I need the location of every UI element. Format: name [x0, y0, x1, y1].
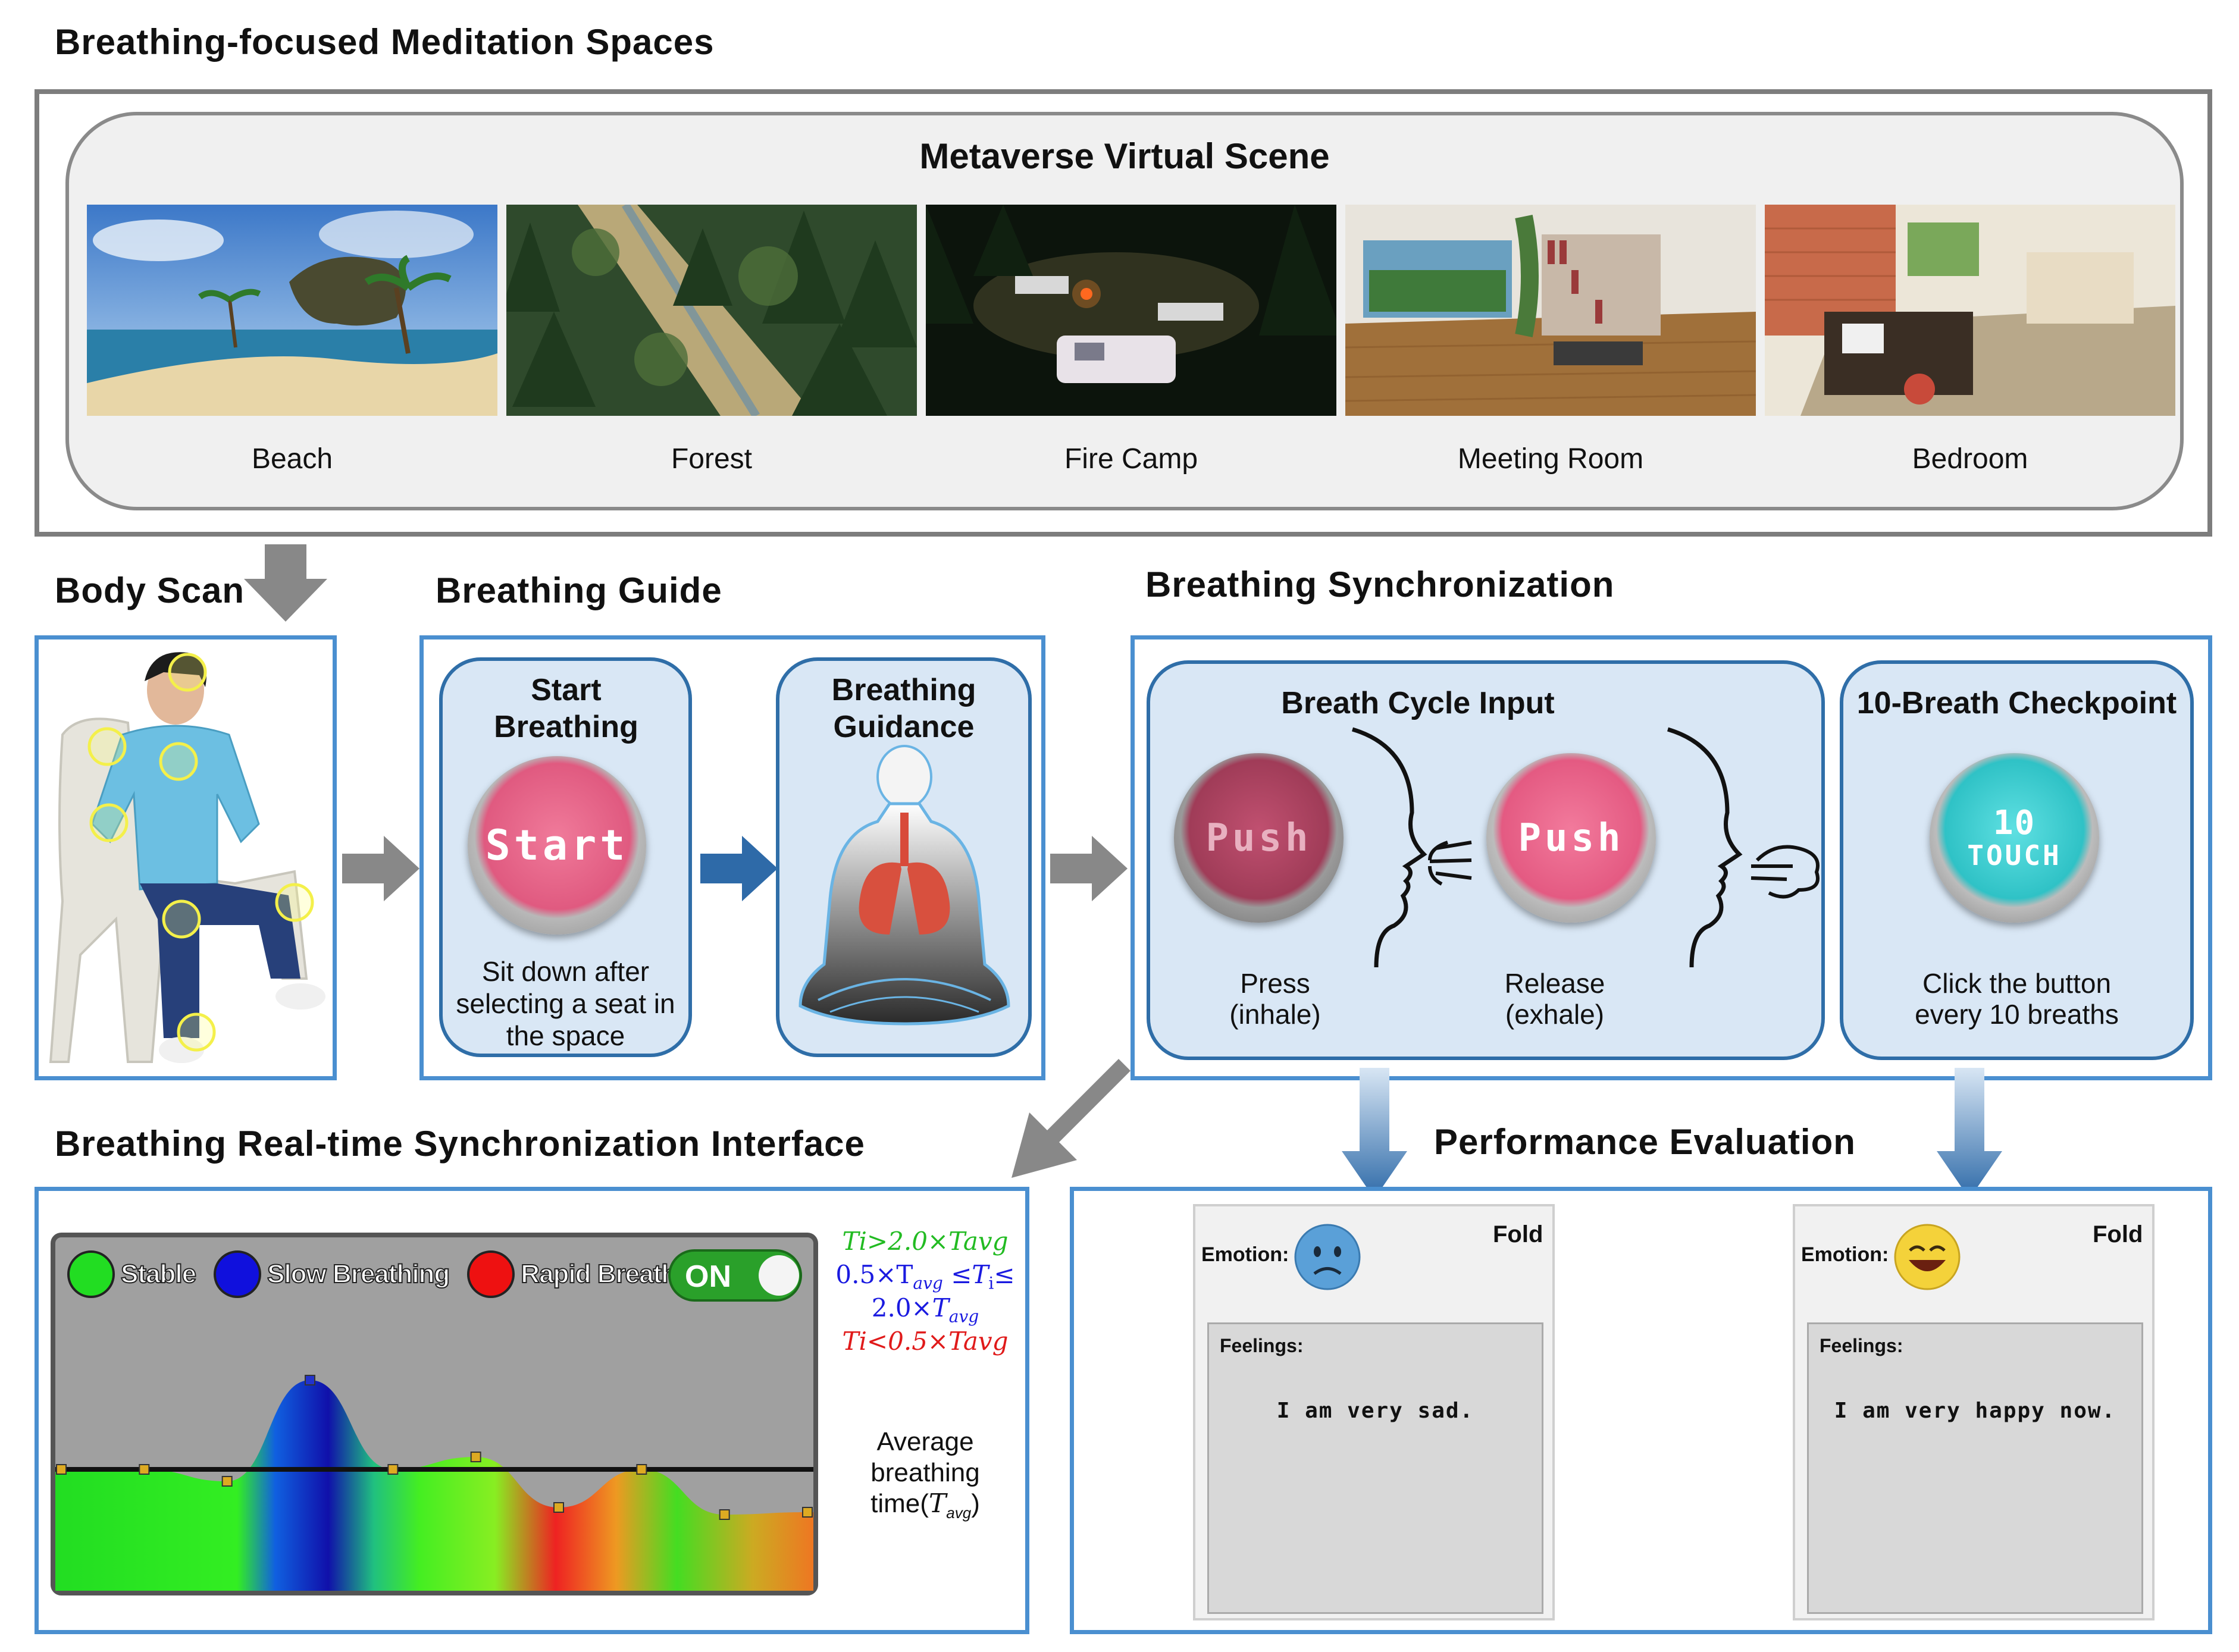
toggle-knob	[759, 1255, 799, 1296]
bedroom-image	[1765, 205, 2175, 416]
start-breathing-title: Start Breathing	[494, 673, 638, 744]
feelings-text: I am very happy now.	[1834, 1399, 2116, 1423]
start-breathing-panel: Start Breathing Start Sit down after sel…	[439, 657, 692, 1057]
press-caption-line-1: Press	[1240, 968, 1310, 999]
scene-header: Metaverse Virtual Scene	[919, 136, 1330, 176]
arrow-down-blue-icon	[1342, 1068, 1407, 1199]
forest-image	[506, 205, 917, 416]
formula-slow: 0.5×Tavg ≤Ti≤	[835, 1260, 1015, 1293]
push-inhale-button[interactable]: Push	[1174, 753, 1344, 923]
legend-stable-swatch	[67, 1250, 115, 1298]
legend-slow-swatch	[214, 1250, 262, 1298]
emotion-label: Emotion:	[1801, 1243, 1889, 1266]
avg-label-line-3: time(Tavg)	[870, 1488, 980, 1522]
breathing-guidance-title: Breathing Guidance	[831, 673, 976, 744]
scene-label-bedroom: Bedroom	[1912, 443, 2028, 475]
scene-label-forest: Forest	[671, 443, 753, 475]
breathing-chart	[55, 1375, 813, 1591]
firecamp-image	[926, 205, 1336, 416]
emotion-label: Emotion:	[1201, 1243, 1289, 1266]
chart-point	[387, 1464, 399, 1475]
checkpoint-caption-line-2: every 10 breaths	[1915, 999, 2119, 1030]
legend-stable-label: Stable	[120, 1259, 197, 1289]
chart-point	[139, 1464, 150, 1475]
chart-point	[802, 1507, 813, 1518]
evaluation-title: Performance Evaluation	[1434, 1122, 1856, 1162]
sad-face-icon	[1294, 1224, 1361, 1290]
release-caption-line-1: Release	[1504, 968, 1605, 999]
interface-title: Breathing Real-time Synchronization Inte…	[55, 1124, 865, 1164]
fold-button[interactable]: Fold	[2093, 1221, 2143, 1247]
feelings-label: Feelings:	[1820, 1335, 1903, 1356]
inhale-face-icon	[1351, 727, 1472, 968]
feedback-card-happy: Emotion: Fold Feelings: I am very happy …	[1793, 1204, 2155, 1620]
arrow-down-icon	[244, 544, 327, 622]
chart-point	[553, 1502, 564, 1513]
breathing-chart-panel: Stable Slow Breathing Rapid Breathing ON	[51, 1233, 818, 1595]
fold-button[interactable]: Fold	[1493, 1221, 1543, 1247]
start-breathing-caption: Sit down after selecting a seat in the s…	[456, 956, 675, 1051]
feelings-box: Feelings: I am very sad.	[1207, 1322, 1543, 1614]
sync-toggle[interactable]: ON	[668, 1249, 802, 1302]
release-caption-line-2: (exhale)	[1505, 999, 1605, 1030]
formula-slow-2: 2.0×Tavg	[871, 1293, 979, 1327]
chart-point	[470, 1452, 481, 1463]
scene-label-meeting-room: Meeting Room	[1457, 443, 1644, 475]
feelings-label: Feelings:	[1220, 1335, 1304, 1356]
scene-frame: Metaverse Virtual Scene	[35, 89, 2212, 537]
meditation-lungs-figure	[798, 745, 1010, 1026]
evaluation-frame: Emotion: Fold Feelings: I am very sad. E…	[1070, 1187, 2212, 1634]
happy-face-icon	[1894, 1224, 1961, 1290]
chart-area-fill	[55, 1380, 813, 1591]
avg-label-line-1: Average	[876, 1427, 974, 1456]
breath-cycle-panel: Breath Cycle Input Push Push Press (inha…	[1147, 660, 1825, 1060]
arrow-right-blue-icon	[700, 836, 778, 901]
arrow-right-icon	[342, 836, 419, 901]
avg-label-line-2: breathing	[870, 1458, 980, 1487]
chart-point	[636, 1464, 647, 1475]
toggle-label: ON	[685, 1259, 731, 1294]
body-scan-title: Body Scan	[55, 570, 245, 610]
checkpoint-panel: 10-Breath Checkpoint 10 TOUCH Click the …	[1840, 660, 2194, 1060]
touch-10-button[interactable]: 10 TOUCH	[1930, 753, 2099, 923]
legend-slow-label: Slow Breathing	[267, 1259, 450, 1289]
feedback-card-sad: Emotion: Fold Feelings: I am very sad.	[1193, 1204, 1555, 1620]
page-title: Breathing-focused Meditation Spaces	[55, 22, 715, 62]
formula-rapid: Ti<0.5×Tavg	[842, 1327, 1009, 1356]
breathing-guide-title: Breathing Guide	[436, 570, 722, 610]
scene-label-firecamp: Fire Camp	[1064, 443, 1198, 475]
chart-point	[719, 1509, 730, 1520]
breathing-sync-frame: Breath Cycle Input Push Push Press (inha…	[1131, 635, 2212, 1080]
scene-label-beach: Beach	[251, 443, 333, 475]
chart-point	[221, 1476, 233, 1487]
breath-cycle-title: Breath Cycle Input	[1281, 686, 1555, 720]
arrow-down-blue-icon-2	[1937, 1068, 2002, 1199]
chart-point	[56, 1464, 67, 1475]
body-scan-figure	[49, 652, 325, 1063]
start-button[interactable]: Start	[468, 756, 646, 935]
exhale-face-icon	[1667, 727, 1820, 968]
press-caption-line-2: (inhale)	[1229, 999, 1321, 1030]
breathing-guide-frame: Start Breathing Start Sit down after sel…	[419, 635, 1045, 1080]
chart-point	[305, 1375, 315, 1385]
body-scan-frame	[35, 635, 337, 1080]
breathing-guidance-panel: Breathing Guidance	[776, 657, 1032, 1057]
feelings-box: Feelings: I am very happy now.	[1807, 1322, 2143, 1614]
checkpoint-title: 10-Breath Checkpoint	[1856, 686, 2177, 720]
breathing-sync-title: Breathing Synchronization	[1145, 565, 1615, 604]
push-exhale-button[interactable]: Push	[1486, 753, 1656, 923]
scene-panel: Metaverse Virtual Scene	[65, 112, 2184, 510]
meeting-room-image	[1345, 205, 1756, 416]
beach-image	[87, 205, 497, 416]
interface-frame: Stable Slow Breathing Rapid Breathing ON	[35, 1187, 1029, 1634]
legend-rapid-swatch	[467, 1250, 515, 1298]
checkpoint-caption-line-1: Click the button	[1922, 968, 2112, 999]
arrow-right-icon-2	[1050, 836, 1128, 901]
formula-stable: Ti>2.0×Tavg	[842, 1227, 1009, 1256]
feelings-text: I am very sad.	[1276, 1399, 1474, 1423]
arrow-down-left-icon	[1012, 1059, 1131, 1178]
